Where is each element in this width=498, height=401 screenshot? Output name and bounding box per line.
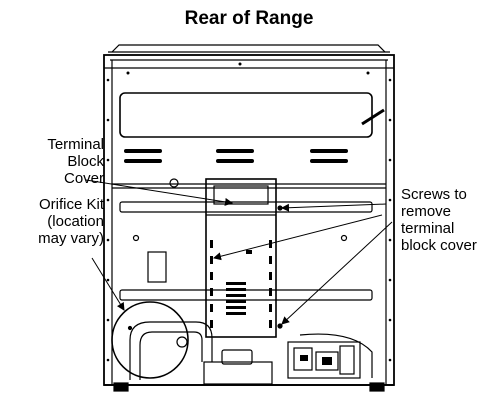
terminal-cover-arrow xyxy=(85,179,233,206)
terminal-block-cover-label: Terminal Block Cover xyxy=(0,136,104,187)
label-line: remove xyxy=(401,203,452,220)
label-line: block cover xyxy=(401,237,477,254)
label-line: (location xyxy=(47,213,104,230)
screw-arrow-middle xyxy=(213,214,383,261)
screw-arrow-bottom xyxy=(281,221,393,325)
orifice-kit-label: Orifice Kit (location may vary) xyxy=(0,196,104,247)
screws-label: Screws to remove terminal block cover xyxy=(401,186,498,254)
label-line: Screws to xyxy=(401,186,467,203)
label-line: may vary) xyxy=(38,230,104,247)
label-line: Cover xyxy=(63,170,104,187)
range-back-panel xyxy=(103,44,395,392)
orifice-kit-arrow xyxy=(91,257,125,311)
label-line: Terminal xyxy=(47,136,104,153)
label-line: terminal xyxy=(401,220,455,237)
diagram-title: Rear of Range xyxy=(184,8,314,29)
label-line: Orifice Kit xyxy=(38,196,104,213)
screw-arrow-top xyxy=(281,203,387,212)
callout-arrows xyxy=(85,179,393,325)
label-line: Block xyxy=(67,153,104,170)
